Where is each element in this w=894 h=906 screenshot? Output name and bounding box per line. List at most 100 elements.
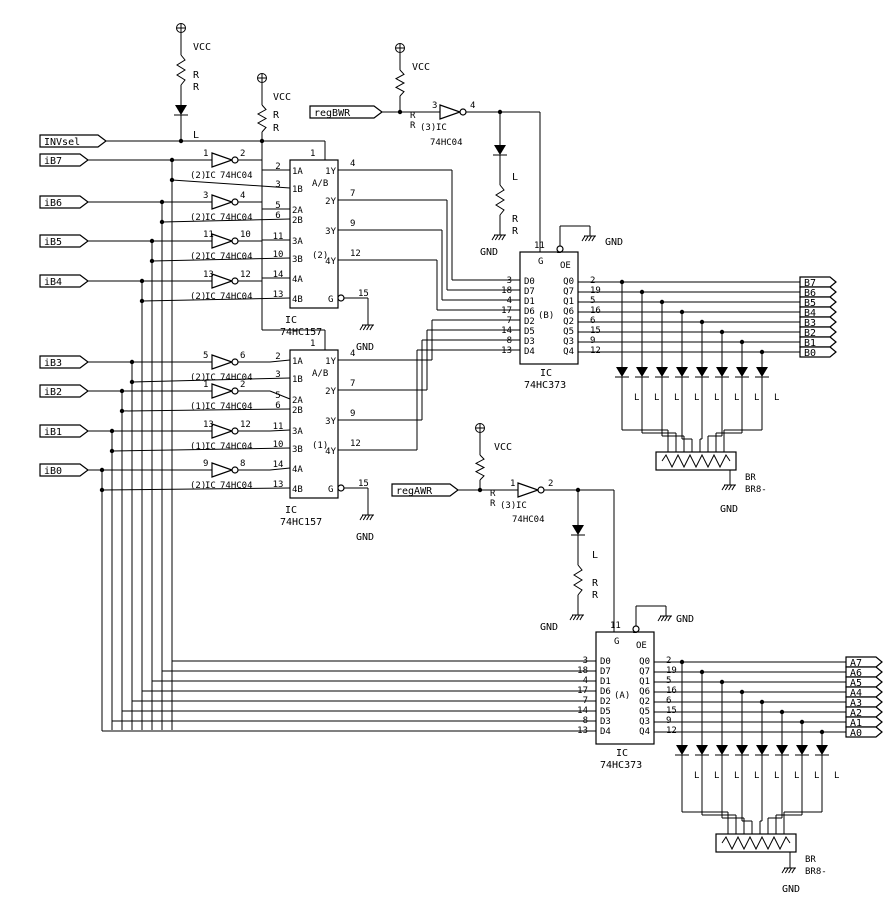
led-symbol bbox=[756, 745, 768, 755]
gnd-label: GND bbox=[480, 247, 498, 258]
resistor bbox=[256, 104, 268, 133]
mux-g-bubble bbox=[337, 294, 345, 302]
latch-pin-number: 19 bbox=[590, 286, 601, 296]
inverter-gate bbox=[211, 233, 234, 249]
wire bbox=[269, 467, 291, 471]
latch-chip-b bbox=[519, 251, 579, 365]
input-signal bbox=[39, 234, 89, 248]
wire bbox=[151, 257, 291, 262]
inverter-pin: 6 bbox=[240, 351, 245, 361]
resistor-label: R bbox=[193, 70, 200, 81]
output-connector-label: B7 bbox=[804, 278, 816, 289]
output-connector bbox=[845, 686, 883, 698]
latch-pin-name: Q4 bbox=[563, 347, 574, 357]
output-connector bbox=[799, 326, 837, 338]
input-signal-label: iB6 bbox=[44, 198, 62, 209]
ground-symbol bbox=[660, 615, 665, 622]
wire bbox=[121, 408, 291, 412]
mux-pin-number: 15 bbox=[358, 479, 369, 489]
ground-symbol bbox=[572, 614, 577, 621]
output-connector-label: B3 bbox=[804, 318, 816, 329]
ground-symbol bbox=[784, 867, 789, 874]
mux-pin-number: 2 bbox=[275, 352, 280, 362]
ground-symbol bbox=[724, 484, 729, 491]
inverter-ic: IC bbox=[205, 171, 216, 181]
inverter-pin: 2 bbox=[548, 479, 553, 489]
inverter-part: 74HC04 bbox=[220, 442, 253, 452]
br-part: BR8- bbox=[805, 867, 827, 877]
latch-pin-number: 11 bbox=[610, 621, 621, 631]
latch-pin-number: 16 bbox=[590, 306, 601, 316]
mux-pin-name: 4B bbox=[292, 295, 303, 305]
latch-pin-name: Q1 bbox=[563, 297, 574, 307]
ground-symbol bbox=[591, 235, 596, 242]
gnd-label: GND bbox=[356, 532, 374, 543]
inverter-pin: 1 bbox=[510, 479, 515, 489]
ic-label: IC bbox=[285, 315, 297, 326]
inverter-ic: IC bbox=[436, 123, 447, 133]
mux-pin-number: 12 bbox=[350, 249, 361, 259]
inverter-pin: 3 bbox=[203, 191, 208, 201]
latch-pin-number: 4 bbox=[583, 676, 588, 686]
inverter-pin: 13 bbox=[203, 420, 214, 430]
ground-symbol bbox=[731, 484, 736, 491]
output-connector bbox=[845, 666, 883, 678]
output-connector bbox=[845, 676, 883, 688]
vcc-label: VCC bbox=[412, 62, 430, 73]
led-label: L bbox=[774, 393, 779, 403]
inverter-pin: 12 bbox=[240, 420, 251, 430]
latch-pin-number: 6 bbox=[590, 316, 595, 326]
ic-part: 74HC157 bbox=[280, 327, 322, 338]
inverter-bubble bbox=[231, 358, 239, 366]
output-connector bbox=[799, 316, 837, 328]
latch-pin-number: 11 bbox=[534, 241, 545, 251]
led-symbol bbox=[716, 367, 728, 377]
latch-pin-name: D7 bbox=[524, 287, 535, 297]
latch-pin-name: Q1 bbox=[639, 677, 650, 687]
led-symbol bbox=[756, 367, 768, 377]
inverter-pin: 12 bbox=[240, 270, 251, 280]
inverter-ic: IC bbox=[205, 292, 216, 302]
mux-pin-name: 1B bbox=[292, 375, 303, 385]
latch-pin-number: 3 bbox=[507, 276, 512, 286]
latch-pin-name: Q3 bbox=[639, 717, 650, 727]
mux-pin-number: 11 bbox=[273, 232, 284, 242]
mux-pin-name: 2B bbox=[292, 216, 303, 226]
ground-symbol bbox=[721, 484, 726, 491]
mux-pin-name: 3Y bbox=[325, 227, 336, 237]
ground-symbol bbox=[657, 615, 662, 622]
ground-symbol bbox=[781, 867, 786, 874]
latch-pin-number: 16 bbox=[666, 686, 677, 696]
vcc-label: VCC bbox=[193, 42, 211, 53]
resistor-array-a bbox=[715, 833, 797, 853]
output-connector-label: B4 bbox=[804, 308, 816, 319]
mux-pin-name: 3B bbox=[292, 255, 303, 265]
inverter-bubble bbox=[231, 156, 239, 164]
led-label: L bbox=[193, 130, 199, 141]
led-label: L bbox=[754, 771, 759, 781]
mux-pin-name: 4A bbox=[292, 465, 303, 475]
led-symbol bbox=[494, 145, 506, 155]
mux-pin-number: 3 bbox=[275, 180, 280, 190]
ic-label: IC bbox=[616, 748, 628, 759]
vcc-label: VCC bbox=[273, 92, 291, 103]
signal-regawr-label: regAWR bbox=[396, 486, 433, 497]
br-part: BR8- bbox=[745, 485, 767, 495]
led-symbol bbox=[776, 745, 788, 755]
mux-pin-name: A/B bbox=[312, 369, 328, 379]
mux-pin-number: 15 bbox=[358, 289, 369, 299]
inverter-pin: 3 bbox=[432, 101, 437, 111]
latch-pin-name: D3 bbox=[600, 717, 611, 727]
resistor-label: R bbox=[410, 121, 416, 131]
mux-pin-name: 1Y bbox=[325, 167, 336, 177]
mux-unit: (1) bbox=[312, 441, 328, 451]
ground-symbol bbox=[569, 614, 574, 621]
mux-chip bbox=[289, 349, 339, 499]
led-label: L bbox=[694, 393, 699, 403]
inverter-gate bbox=[211, 194, 234, 210]
latch-chip-a bbox=[595, 631, 655, 745]
signal-invsel-label: INVsel bbox=[44, 137, 80, 148]
output-connector-label: B5 bbox=[804, 298, 816, 309]
input-signal-label: iB1 bbox=[44, 427, 62, 438]
mux-pin-name: 2Y bbox=[325, 387, 336, 397]
